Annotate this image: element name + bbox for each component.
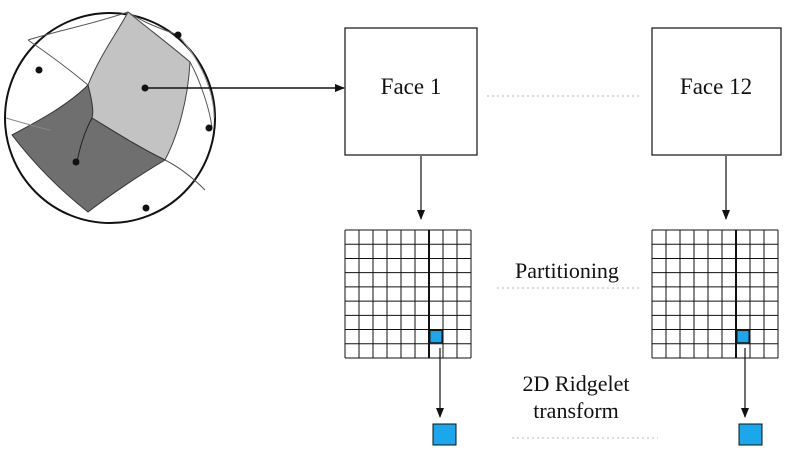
pixel-center-dot [174, 31, 182, 39]
ridgelet-label-line1: 2D Ridgelet [523, 371, 630, 396]
sphere-arc [189, 61, 213, 129]
pixel-center-dot [35, 66, 43, 74]
face-patch-dark [11, 84, 167, 213]
face-1-box [344, 27, 478, 156]
sphere-arc [27, 11, 129, 41]
ridgelet-output-block-12 [738, 423, 763, 446]
pixel-center-dot [205, 124, 213, 132]
sphere-arc [127, 11, 179, 36]
ridgelet-label-line2: transform [533, 398, 619, 423]
pixel-center-dot [142, 204, 150, 212]
ridgelet-output-block-1 [432, 423, 457, 446]
healpix-sphere [4, 11, 216, 224]
sphere-arc [164, 159, 206, 191]
sphere-arc [27, 39, 89, 86]
highlighted-partition-block [736, 330, 750, 344]
face-1-label: Face 1 [381, 74, 442, 99]
sphere-arc [5, 117, 51, 131]
face-12-label: Face 12 [680, 74, 752, 99]
partition-grid-face-1 [344, 229, 472, 359]
highlighted-partition-block [429, 330, 443, 344]
pixel-center-dot [72, 158, 80, 166]
partitioning-label: Partitioning [515, 258, 619, 283]
face-12-box [651, 27, 782, 156]
partition-grid-face-12 [651, 229, 779, 359]
sphere-arc [177, 34, 215, 119]
